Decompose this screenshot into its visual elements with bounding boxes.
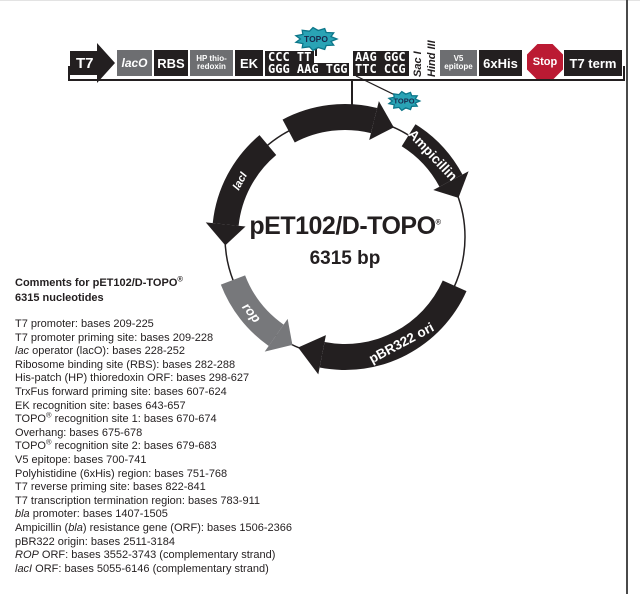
- box-rbs: RBS: [154, 50, 188, 76]
- topo1-label: TOPO: [304, 34, 328, 44]
- text-segment: ) resistance gene (ORF): bases 1506-2366: [82, 521, 292, 534]
- text-segment: ®: [177, 274, 183, 284]
- text-segment: bla: [68, 521, 83, 534]
- ampicillin-arc: [401, 124, 463, 187]
- expression-cassette-arrowhead: [369, 101, 394, 140]
- topo1-cloud-icon: [294, 26, 339, 52]
- page-top-border: [0, 0, 640, 1]
- text-segment: bla: [15, 508, 30, 521]
- box-lac-operator: lacO: [117, 50, 152, 76]
- text-segment: T7 transcription termination region: bas…: [15, 494, 260, 507]
- comment-line: TOPO® recognition site 2: bases 679-683: [15, 437, 292, 454]
- v5-line2: epitope: [444, 62, 473, 71]
- saci-site-label: Sac I: [412, 50, 424, 77]
- t7-label: T7: [76, 55, 94, 72]
- box-hp-thioredoxin: HP thio- redoxin: [190, 50, 233, 76]
- text-segment: TrxFus forward priming site: bases 607-6…: [15, 385, 227, 398]
- comment-line: T7 transcription termination region: bas…: [15, 495, 292, 509]
- box-v5-epitope: V5 epitope: [440, 50, 477, 76]
- laci-label: lacI: [231, 170, 251, 193]
- comments-header-line1: Comments for pET102/D-TOPO®: [15, 274, 183, 291]
- text-segment: TOPO: [15, 413, 46, 426]
- text-segment: His-patch (HP) thioredoxin ORF: bases 29…: [15, 372, 250, 385]
- text-segment: lacI: [15, 562, 33, 575]
- text-segment: ®: [45, 410, 52, 420]
- text-segment: recognition site 2: bases 679-683: [51, 440, 217, 453]
- ampicillin-label: Ampicillin: [405, 126, 460, 183]
- seq-topo-overhang-bottom: GGG AAG TGG: [265, 63, 349, 76]
- box-ek-site: EK: [235, 50, 263, 76]
- text-segment: TOPO: [15, 440, 46, 453]
- comments-header-line2: 6315 nucleotides: [15, 291, 183, 306]
- comment-line: pBR322 origin: bases 2511-3184: [15, 536, 292, 550]
- pbr322-ori-arc: [319, 280, 467, 371]
- stop-codon-sign: Stop: [527, 44, 563, 80]
- text-segment: recognition site 1: bases 670-674: [51, 413, 217, 426]
- comment-line: Overhang: bases 675-678: [15, 427, 292, 441]
- pbr322-ori-label: pBR322 ori: [366, 320, 436, 367]
- v5-line1: V5: [453, 53, 464, 63]
- box-t7-terminator: T7 term: [564, 50, 622, 76]
- text-segment: 6315 nucleotides: [15, 291, 104, 304]
- text-segment: T7 promoter: bases 209-225: [15, 318, 154, 330]
- text-segment: ®: [45, 437, 52, 447]
- comment-line: T7 promoter: bases 209-225: [15, 318, 292, 332]
- hp-thioredoxin-line2: redoxin: [197, 62, 226, 71]
- text-segment: Ribosome binding site (RBS): bases 282-2…: [15, 358, 236, 371]
- hp-thioredoxin-line1: HP thio-: [196, 53, 227, 63]
- text-segment: Ampicillin (: [15, 521, 69, 534]
- page-right-border: [626, 0, 628, 594]
- topo2-cloud-icon: [387, 90, 422, 112]
- text-segment: T7 reverse priming site: bases 822-841: [15, 481, 206, 494]
- text-segment: Polyhistidine (6xHis) region: bases 751-…: [15, 467, 228, 480]
- comment-line: lac operator (lacO): bases 228-252: [15, 345, 292, 359]
- t7-promoter-arrow: T7: [70, 43, 115, 83]
- text-segment: lac: [15, 345, 30, 358]
- comment-line: T7 reverse priming site: bases 822-841: [15, 481, 292, 495]
- comment-line: Ribosome binding site (RBS): bases 282-2…: [15, 359, 292, 373]
- expression-cassette-arc: [282, 104, 378, 143]
- seq-topo-site2-top: AAG GGC: [353, 51, 409, 63]
- text-segment: pBR322 origin: bases 2511-3184: [15, 535, 176, 548]
- comment-line: lacI ORF: bases 5055-6146 (complementary…: [15, 563, 292, 577]
- stop-label: Stop: [532, 56, 558, 68]
- text-segment: T7 promoter priming site: bases 209-228: [15, 331, 214, 344]
- text-segment: ORF: bases 3552-3743 (complementary stra…: [38, 549, 276, 562]
- text-segment: Comments for pET102/D-TOPO: [15, 277, 178, 289]
- text-segment: promoter: bases 1407-1505: [29, 508, 168, 521]
- text-segment: ®: [435, 217, 442, 227]
- pbr322-ori-arrowhead: [298, 335, 326, 375]
- comment-line: ROP ORF: bases 3552-3743 (complementary …: [15, 549, 292, 563]
- seq-topo-site2-bottom: TTC CCG: [353, 63, 409, 76]
- comment-line: T7 promoter priming site: bases 209-228: [15, 332, 292, 346]
- comment-line: TOPO® recognition site 1: bases 670-674: [15, 410, 292, 427]
- hindiii-site-label: Hind III: [426, 39, 438, 77]
- comments-header: Comments for pET102/D-TOPO® 6315 nucleot…: [15, 274, 183, 306]
- comment-line: EK recognition site: bases 643-657: [15, 400, 292, 414]
- seq-topo-overhang-top: CCC TT: [265, 51, 314, 63]
- comment-line: bla promoter: bases 1407-1505: [15, 508, 292, 522]
- plasmid-name: pET102/D-TOPO®: [225, 212, 465, 241]
- text-segment: pET102/D-TOPO: [249, 212, 436, 240]
- box-6xhis: 6xHis: [479, 50, 522, 76]
- comment-line: Ampicillin (bla) resistance gene (ORF): …: [15, 522, 292, 536]
- text-segment: ROP: [15, 549, 39, 562]
- comment-line: His-patch (HP) thioredoxin ORF: bases 29…: [15, 372, 292, 386]
- ampicillin-arrowhead: [433, 171, 469, 198]
- comment-line: Polyhistidine (6xHis) region: bases 751-…: [15, 468, 292, 482]
- text-segment: operator (lacO): bases 228-252: [29, 345, 185, 358]
- plasmid-size: 6315 bp: [309, 248, 381, 269]
- text-segment: Overhang: bases 675-678: [15, 426, 143, 439]
- comment-line: TrxFus forward priming site: bases 607-6…: [15, 386, 292, 400]
- text-segment: ORF: bases 5055-6146 (complementary stra…: [32, 562, 269, 575]
- text-segment: V5 epitope: bases 700-741: [15, 453, 147, 466]
- text-segment: EK recognition site: bases 643-657: [15, 399, 186, 412]
- topo2-label: TOPO: [393, 97, 414, 106]
- topo2-connector-line: [355, 75, 400, 98]
- comment-line: V5 epitope: bases 700-741: [15, 454, 292, 468]
